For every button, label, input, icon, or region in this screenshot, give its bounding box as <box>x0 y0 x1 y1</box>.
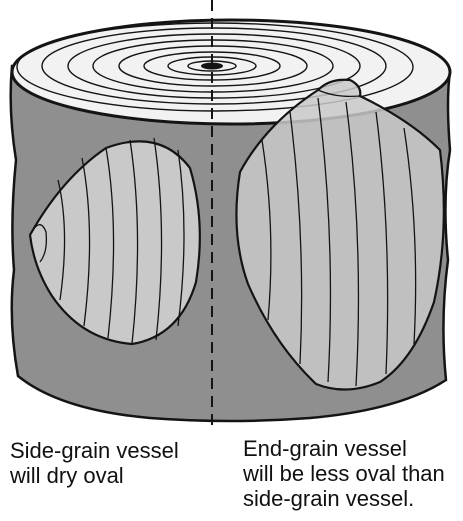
end-grain-caption-line3: side-grain vessel. <box>243 486 445 511</box>
side-grain-caption: Side-grain vessel will dry oval <box>10 438 179 488</box>
end-grain-caption-line2: will be less oval than <box>243 461 445 486</box>
end-grain-caption-line1: End-grain vessel <box>243 436 445 461</box>
end-grain-caption: End-grain vessel will be less oval than … <box>243 436 445 511</box>
side-grain-caption-line2: will dry oval <box>10 463 179 488</box>
side-grain-caption-line1: Side-grain vessel <box>10 438 179 463</box>
log-diagram <box>0 0 463 430</box>
